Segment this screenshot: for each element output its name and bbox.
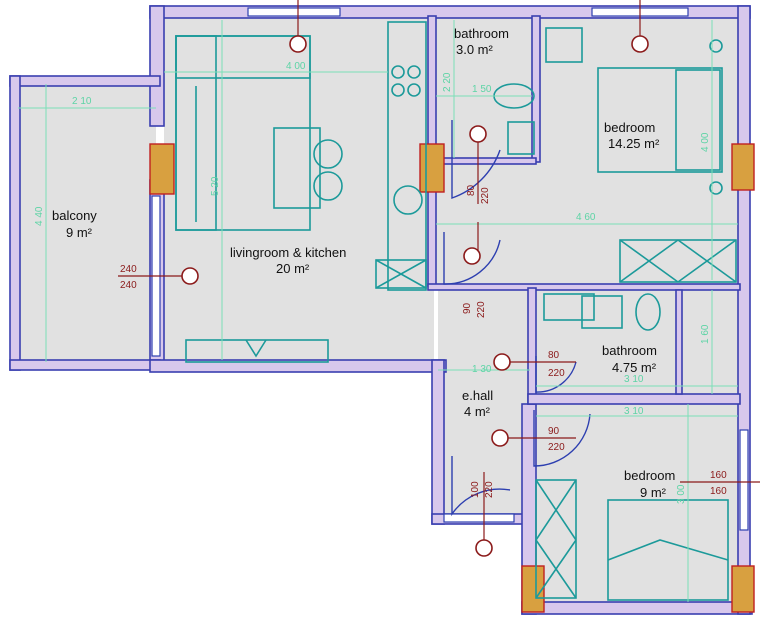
door-height: 220 — [484, 481, 495, 498]
dim-living-width: 4 00 — [286, 61, 306, 72]
bed — [597, 67, 723, 173]
washbasin — [543, 293, 595, 321]
door-width: 100 — [470, 481, 481, 498]
bath2-door-swing — [535, 356, 577, 393]
toilet — [635, 293, 661, 331]
stove-burner — [391, 65, 405, 79]
room-area: 4.75 m² — [612, 360, 657, 375]
dim-bath2-width: 3 10 — [624, 374, 644, 385]
fridge — [393, 185, 423, 215]
chair — [313, 139, 343, 169]
dimension-lines — [18, 20, 738, 602]
entrance-door-swing — [451, 456, 511, 517]
marker-living-top — [289, 35, 307, 53]
door-height: 220 — [480, 187, 491, 204]
stove-burner — [407, 65, 421, 79]
marker-balcony-door — [181, 267, 199, 285]
room-labels: bathroom 3.0 m² bedroom 14.25 m² balcony… — [52, 26, 675, 500]
dim-bath2-depth: 1 60 — [700, 324, 711, 344]
bed — [607, 499, 729, 601]
marker-bed1-door — [463, 247, 481, 265]
marker-bed1-top — [631, 35, 649, 53]
room-name: balcony — [52, 208, 97, 223]
columns — [149, 143, 755, 613]
dim-bed2-depth: 3 00 — [676, 484, 687, 504]
chair — [313, 171, 343, 201]
room-area: 3.0 m² — [456, 42, 494, 57]
bathtub — [545, 27, 583, 63]
tag-markers — [118, 0, 760, 557]
room-area: 20 m² — [276, 261, 310, 276]
room-area: 4 m² — [464, 404, 491, 419]
kitchen-counter — [387, 21, 427, 291]
marker-bath1 — [469, 125, 487, 143]
door-height: 240 — [120, 280, 137, 291]
room-area: 9 m² — [66, 225, 93, 240]
room-name: e.hall — [462, 388, 493, 403]
door-width: 240 — [120, 264, 137, 275]
dining-table — [273, 127, 321, 209]
dim-bed2-width: 3 10 — [624, 406, 644, 417]
dim-corridor-width: 4 60 — [576, 212, 596, 223]
marker-bath2 — [493, 353, 511, 371]
marker-bed2-door — [491, 429, 509, 447]
dim-bed1-depth: 4 00 — [700, 132, 711, 152]
stove-burner — [407, 83, 421, 97]
door-height: 220 — [476, 301, 487, 318]
furniture — [175, 21, 737, 601]
dim-bath1-depth: 2 20 — [442, 72, 453, 92]
washbasin — [507, 121, 535, 155]
door-width: 80 — [466, 184, 477, 196]
bath1-door-swing — [451, 120, 501, 199]
room-area: 9 m² — [640, 485, 667, 500]
door-width: 80 — [548, 350, 560, 361]
window-height: 160 — [710, 486, 727, 497]
floors — [18, 16, 740, 604]
room-area: 14.25 m² — [608, 136, 660, 151]
door-width: 90 — [462, 302, 473, 314]
room-name: bedroom — [624, 468, 675, 483]
door-width: 90 — [548, 426, 560, 437]
dim-balcony-width: 2 10 — [72, 96, 92, 107]
dim-living-depth: 5 20 — [210, 176, 221, 196]
marker-entrance — [475, 539, 493, 557]
door-height: 220 — [548, 442, 565, 453]
dim-balcony-depth: 4 40 — [34, 206, 45, 226]
dim-hall-width: 1 30 — [472, 364, 492, 375]
bed2-door-swing — [533, 410, 591, 467]
door-tags: 240 240 80 220 90 220 80 220 90 220 100 … — [120, 184, 727, 498]
room-name: bathroom — [454, 26, 509, 41]
dim-bath1-width: 1 50 — [472, 84, 492, 95]
door-height: 220 — [548, 368, 565, 379]
window-width: 160 — [710, 470, 727, 481]
room-name: bedroom — [604, 120, 655, 135]
dimension-labels: 4 00 2 10 4 40 5 20 1 50 2 20 4 00 4 60 … — [34, 61, 711, 504]
room-name: livingroom & kitchen — [230, 245, 346, 260]
stove-burner — [391, 83, 405, 97]
room-name: bathroom — [602, 343, 657, 358]
bed1-door-swing — [443, 232, 501, 285]
tv-unit — [185, 339, 329, 363]
doors — [443, 120, 591, 517]
